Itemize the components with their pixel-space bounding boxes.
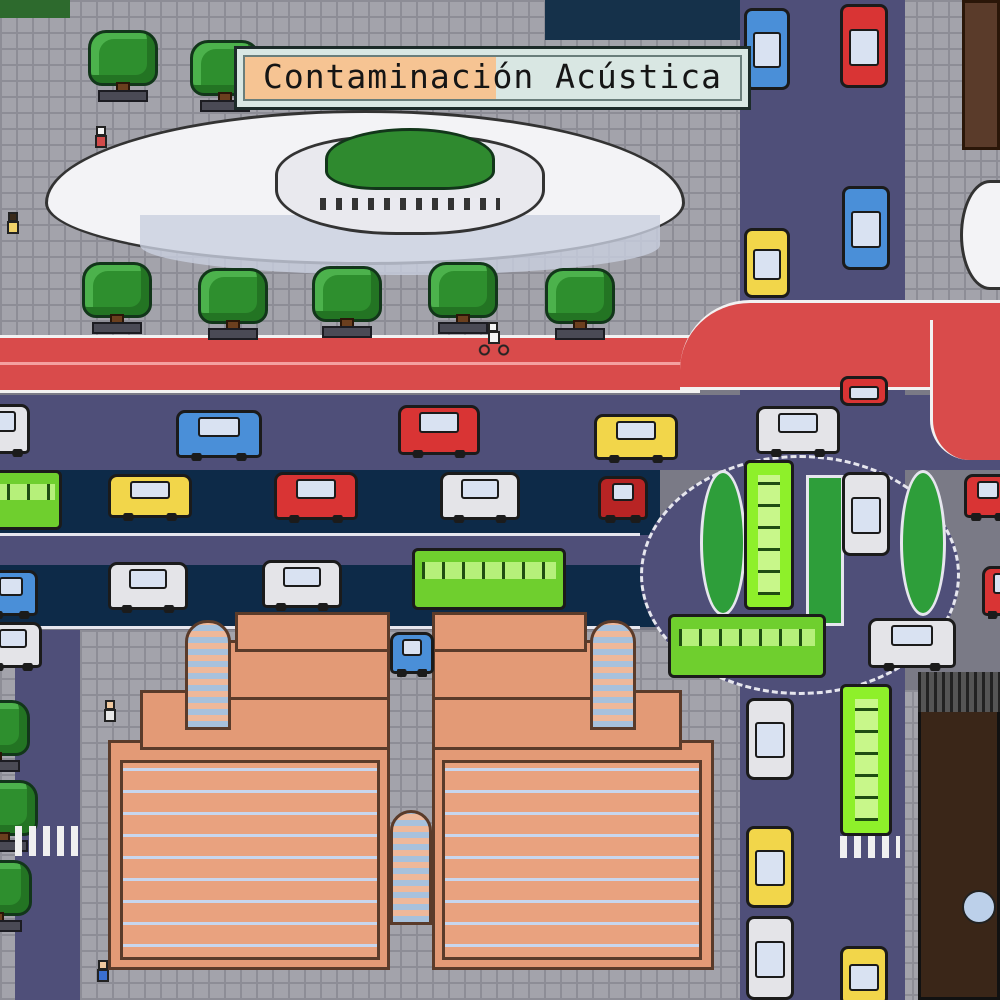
car-icon [842,472,890,556]
bus-icon [744,460,794,610]
bus-icon [0,470,62,530]
satellite-icon [962,890,996,924]
car-icon [842,186,890,270]
car-icon [176,410,262,461]
car-icon [108,562,188,613]
bus-icon [668,614,826,678]
bike-lane-stripe [0,362,700,365]
grass-corner [0,0,70,18]
pavilion-windows [320,198,500,210]
car-icon [840,4,888,88]
glass-tower [185,620,231,730]
car-icon [746,826,794,908]
car-icon [440,472,520,523]
roundabout-garden [700,470,746,616]
roundabout-garden [806,475,844,626]
building-roof [918,672,1000,712]
roundabout-garden [900,470,946,616]
building-facade [442,760,702,960]
building-step [432,612,587,652]
crosswalk [840,836,900,858]
car-icon [744,8,790,90]
indicator-frame [243,55,742,101]
car-icon [398,405,480,458]
pedestrian-icon [6,212,20,234]
glass-tower [390,810,432,925]
car-icon [0,404,30,457]
tree-icon [82,262,152,334]
car-icon [262,560,342,611]
roof-garden [325,128,495,190]
noise-pollution-indicator: Contaminación Acústica [234,46,751,110]
pedestrian-icon [94,126,108,148]
car-icon [840,376,888,406]
bike-lane-curve [930,320,1000,460]
car-icon [598,476,648,523]
tree-icon [198,268,268,340]
car-icon [0,570,38,619]
glass-tower [590,620,636,730]
car-icon [964,474,1000,521]
building-step [235,612,390,652]
crosswalk [15,826,80,856]
car-icon [390,632,434,677]
car-icon [868,618,956,671]
building-step [140,690,390,750]
car-icon [756,406,840,457]
pedestrian-icon [96,960,110,982]
car-icon [594,414,678,463]
bus-icon [412,548,566,610]
pedestrian-icon [103,700,117,722]
lane-divider [0,533,640,536]
car-icon [746,916,794,1000]
tree-icon [88,30,158,102]
tree-icon [0,700,30,772]
car-icon [108,474,192,521]
car-icon [0,622,42,671]
noise-level-bar [243,55,496,101]
car-icon [982,566,1000,619]
tree-icon [0,860,32,932]
car-icon [840,946,888,1000]
cyclist-icon [478,322,512,356]
indicator-label: Contaminación Acústica [262,57,723,96]
building-bottom-right [918,672,1000,1000]
road-horizontal [0,395,1000,470]
tree-icon [312,266,382,338]
building-top-right [962,0,1000,150]
car-icon [274,472,358,523]
water-area [545,0,745,40]
tree-icon [545,268,615,340]
car-icon [744,228,790,298]
car-icon [746,698,794,780]
bus-icon [840,684,892,836]
tree-icon [428,262,498,334]
building-facade [120,760,380,960]
